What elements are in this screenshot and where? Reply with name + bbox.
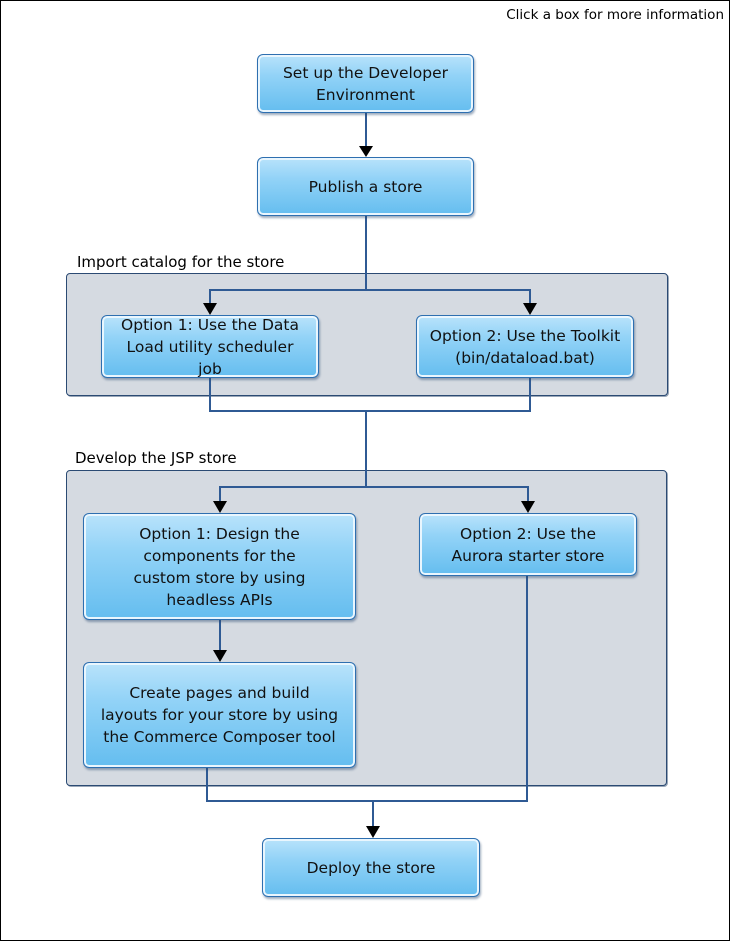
publish-store-box[interactable]: Publish a store [257,157,474,216]
hint-text: Click a box for more information [506,7,724,23]
import-catalog-label: Import catalog for the store [77,253,285,271]
develop-option1-box[interactable]: Option 1: Design the components for the … [83,513,356,620]
import-option1-box[interactable]: Option 1: Use the Data Load utility sche… [101,315,319,378]
deploy-store-box[interactable]: Deploy the store [262,838,480,897]
create-pages-box[interactable]: Create pages and build layouts for your … [83,662,356,768]
develop-option2-box[interactable]: Option 2: Use the Aurora starter store [419,513,637,576]
develop-store-label: Develop the JSP store [75,449,237,467]
import-option2-box[interactable]: Option 2: Use the Toolkit (bin/dataload.… [416,315,634,378]
setup-environment-box[interactable]: Set up the Developer Environment [257,54,474,113]
